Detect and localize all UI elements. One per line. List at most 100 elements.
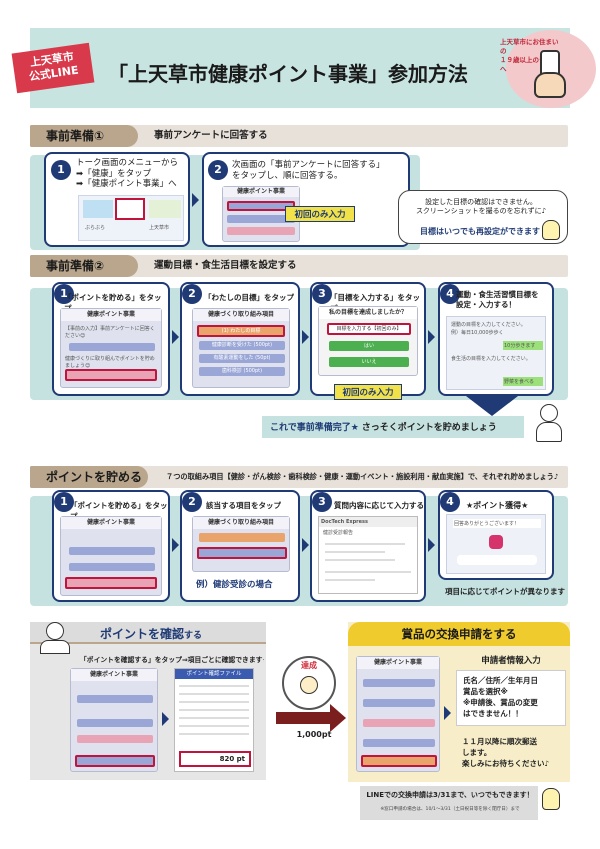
save-step4-number: 4: [440, 492, 460, 512]
check-title-suffix: する: [184, 631, 203, 641]
achieve-arrowhead: [330, 704, 346, 732]
prep1-step2-text: 次画面の「事前アンケートに回答する」 をタップし、順に回答する。: [232, 160, 408, 181]
achieve-person-icon: [300, 676, 318, 694]
prize-info-4: はできません！！: [463, 709, 523, 718]
prep1-menu-label-2: 上天草市: [149, 225, 170, 231]
prep2-s2-item-3[interactable]: 有酸素運動をした (50pt): [199, 354, 285, 363]
save-step1-phone: 健康ポイント事業: [60, 516, 162, 596]
reminder-reset-text: 目標はいつでも再設定ができます: [420, 227, 540, 236]
prep2-arrow-3: [428, 330, 435, 344]
deadline-note: ※窓口申請の場合は、10/1～3/31（土日祝日等を除く閉庁日）まで: [380, 807, 520, 812]
prep2-step2-label: 「わたしの目標」をタップ: [204, 293, 294, 302]
prep1-step1-line3: ➡「健康ポイント事業」へ: [76, 179, 177, 190]
prep2-enter-goal-button[interactable]: 目標を入力する【初回のみ】: [327, 323, 411, 335]
badge-text: 上天草市にお住まいの １９歳以上の皆さまへ: [500, 38, 564, 74]
prize-ship-2: します。: [462, 748, 492, 757]
achieve-illustration: [282, 656, 336, 710]
prize-info-1: 氏名／住所／生年月日: [463, 676, 538, 685]
prep2-step4-chat: 運動の目標を入力してください。 例）毎日10,000歩歩く 10分歩きます 食生…: [446, 316, 546, 390]
prep2-step4-label: 運動・食生活習慣目標を 設定・入力する！: [456, 290, 552, 310]
prep2-step3-number: 3: [312, 284, 332, 304]
check-phone1-title: 健康ポイント事業: [71, 669, 157, 681]
prep2-s4-chat-5: 野菜を食べる: [503, 377, 543, 386]
prep2-down-arrow: [466, 396, 518, 416]
prep2-s1-phone-text2: 健康づくりに取り組んでポイントを貯めましょう😊: [65, 356, 155, 369]
prep-done-text: これで事前準備完了★ さっそくポイントを貯めましょう: [270, 420, 530, 433]
check-title: ポイントを確認する: [100, 625, 202, 642]
save-step2-label: 該当する項目をタップ: [206, 501, 281, 510]
save-step2-phone: 健康づくり取り組み項目: [192, 516, 290, 572]
header-banner: [30, 28, 570, 108]
check-subtitle: 「ポイントを確認する」をタップ⇒項目ごとに確認できます★: [80, 656, 264, 664]
prep1-phone-title: 健康ポイント事業: [223, 187, 299, 197]
prep1-arrow: [192, 193, 199, 207]
save-s3-form-sub: 健診受診報告: [323, 530, 354, 536]
prize-info-2: 賞品を選択※: [463, 687, 508, 696]
person-phone-illustration: [38, 616, 72, 654]
check-title-bar: [30, 622, 266, 644]
prize-info-box: 氏名／住所／生年月日 賞品を選択※ ※申請後、賞品の変更 はできません！！: [456, 670, 566, 726]
prize-apply-button[interactable]: [361, 755, 437, 767]
check-phone-2: ポイント確認ファイル 820 pt: [174, 668, 254, 772]
save-step1-number: 1: [54, 492, 74, 512]
person-illustration: [534, 404, 564, 444]
prep2-s2-item-2[interactable]: 健康診断を受けた (500pt): [199, 341, 285, 350]
prep-done-bar: [262, 416, 524, 438]
save-arrow-2: [302, 538, 309, 552]
save-arrow-3: [428, 538, 435, 552]
prep2-title: 事前準備②: [30, 255, 138, 277]
achieve-arrow: [276, 712, 332, 724]
prize-title: 賞品の交換申請をする: [401, 627, 517, 641]
prep2-yes-button[interactable]: はい: [329, 341, 409, 351]
save-step2-number: 2: [182, 492, 202, 512]
save-s2-example: 例）健診受診の場合: [196, 580, 273, 590]
save-s3-form-title: DocTech Express: [319, 517, 417, 527]
prep2-s1-phone-title: 健康ポイント事業: [61, 309, 161, 321]
prep2-step4-number: 4: [440, 284, 460, 304]
check-points-button[interactable]: [75, 755, 155, 767]
save-step4-chat: 回答ありがとうございます！: [446, 514, 546, 574]
prep2-s4-chat-4: 食生活の目標を入力してください。: [451, 356, 531, 362]
prize-ship-1: １１月以降に順次郵送: [462, 737, 537, 746]
prep2-s4-chat-1: 運動の目標を入力してください。: [451, 322, 526, 328]
achieve-label: 達成: [301, 661, 317, 670]
save-s4-chat: 回答ありがとうございます！: [453, 519, 541, 528]
phone-hand-illustration: [530, 50, 570, 102]
reminder-text: 設定した目標の確認はできません。 スクリーンショットを撮るのを忘れずに♪: [406, 198, 556, 216]
thumb-icon: [542, 788, 560, 810]
prep-done-bold: これで事前準備完了★: [270, 423, 359, 433]
achieve-points: 1,000pt: [296, 730, 332, 739]
prize-arrow: [444, 706, 451, 720]
save-s1-save-button[interactable]: [65, 577, 157, 589]
prep2-step1-number: 1: [54, 284, 74, 304]
prep1-subtitle: 事前アンケートに回答する: [154, 130, 268, 141]
prep2-s4-chat-3: 10分歩きます: [503, 341, 543, 350]
prep2-subtitle: 運動目標・食生活目標を設定する: [154, 260, 297, 271]
prep1-once-label: 初回のみ入力: [285, 206, 355, 222]
page-title: 「上天草市健康ポイント事業」参加方法: [108, 62, 468, 86]
prep2-s1-phone-text1: 【事前の入力】事前アンケートに回答ください😊: [65, 326, 155, 339]
prep2-my-goal-button[interactable]: (1) わたしの目標: [197, 325, 285, 337]
prep2-arrow-2: [302, 330, 309, 344]
badge-line-1: 上天草市にお住まいの: [500, 38, 559, 55]
save-step4-note: 項目に応じてポイントが異なります: [444, 584, 566, 600]
prep1-title: 事前準備①: [30, 125, 138, 147]
prep1-menu-label-1: ぶらぶら: [85, 225, 106, 231]
prep2-s1-save-button[interactable]: [65, 369, 157, 381]
prep2-s2-item-4[interactable]: 歯科検診 (500pt): [199, 367, 285, 376]
prep-done-rest: さっそくポイントを貯めましょう: [361, 423, 497, 433]
prep1-step1-line1: トーク画面のメニューから: [76, 158, 179, 168]
prep2-no-button[interactable]: いいえ: [329, 357, 409, 367]
check-title-main: ポイントを確認: [100, 627, 185, 641]
check-phone2-title: ポイント確認ファイル: [175, 669, 253, 679]
prep2-s4-label-2: 設定・入力する！: [456, 300, 516, 309]
prep1-step2-number: 2: [208, 160, 228, 180]
prep1-step1-number: 1: [51, 160, 71, 180]
reminder-line-1: 設定した目標の確認はできません。: [425, 198, 537, 206]
check-points-total: 820 pt: [179, 751, 251, 767]
save-s2-checkup-button[interactable]: [197, 547, 287, 559]
save-subtitle: ７つの取組み項目【健診・がん検診・歯科検診・健康・運動イベント・施設利用・献血実…: [166, 472, 559, 481]
prize-phone-title: 健康ポイント事業: [357, 657, 439, 669]
prize-ship-3: 楽しみにお待ちください♪: [462, 759, 550, 768]
prep2-step2-number: 2: [182, 284, 202, 304]
